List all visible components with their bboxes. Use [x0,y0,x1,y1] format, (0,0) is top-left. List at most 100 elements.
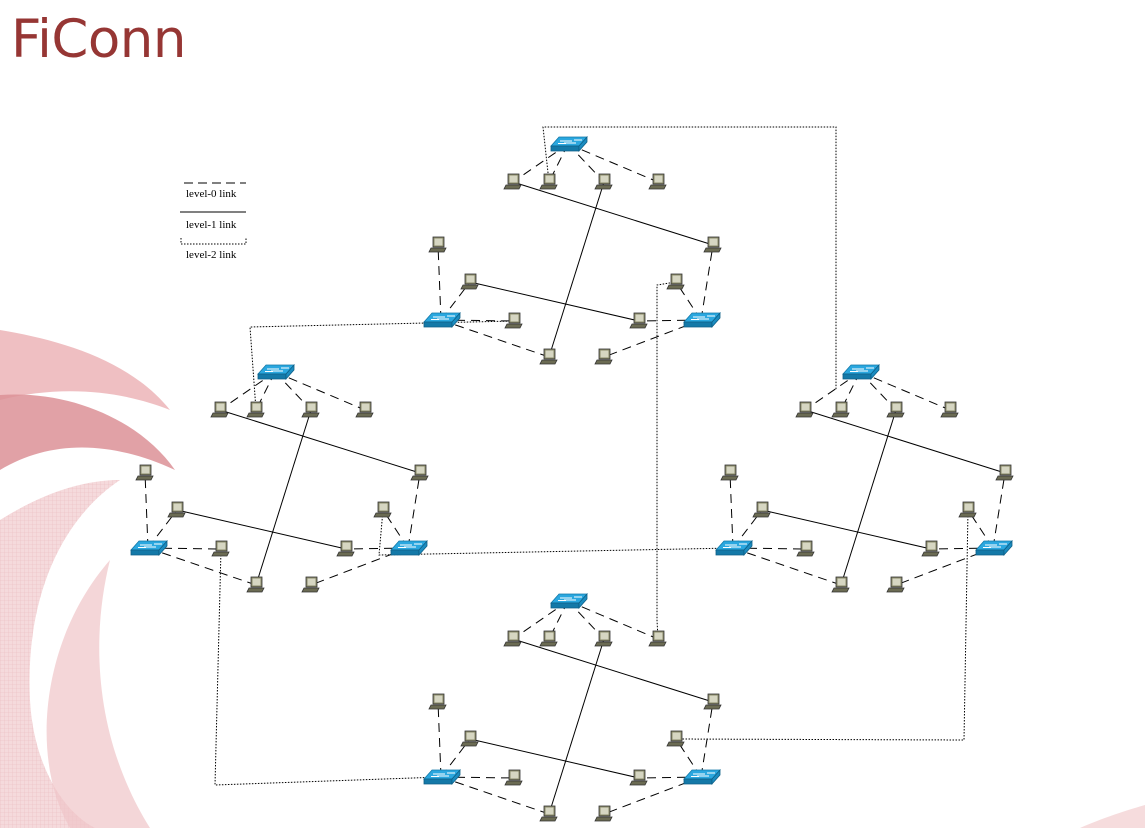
bottom-level0-link [440,776,515,779]
left-server-icon: computer-icon [167,501,186,518]
bottom-server-icon: computer-icon [629,769,648,786]
top-level0-link [700,244,714,321]
bottom-level0-link [567,600,659,640]
bottom-server-icon: computer-icon [428,693,447,710]
right-server-icon: computer-icon [795,401,814,418]
level2-link-left-right [378,509,734,556]
bottom-level0-link [437,701,442,778]
bottom-switch-icon: network-switch-icon [550,592,588,610]
right-server-icon: computer-icon [752,501,771,518]
bottom-server-icon: computer-icon [648,630,667,647]
left-level0-link [345,547,409,550]
right-server-icon: computer-icon [831,576,850,593]
left-level0-link [219,371,276,411]
right-server-icon: computer-icon [720,464,739,481]
left-server-icon: computer-icon [301,576,320,593]
bottom-server-icon: computer-icon [594,805,613,822]
left-level0-link [407,472,421,549]
bottom-level0-link [440,776,550,815]
legend: level-0 link level-1 link level-2 link [180,182,247,261]
right-server-icon: computer-icon [886,401,905,418]
top-level0-link [440,319,550,358]
left-server-icon: computer-icon [336,540,355,557]
left-server-icon: computer-icon [211,540,230,557]
top-server-icon: computer-icon [594,173,613,190]
top-server-icon: computer-icon [460,273,479,290]
right-level0-link [729,472,734,549]
left-server-icon: computer-icon [246,576,265,593]
right-server-icon: computer-icon [796,540,815,557]
top-level1-link [512,181,714,246]
bottom-server-icon: computer-icon [594,630,613,647]
top-server-icon: computer-icon [428,236,447,253]
bottom-server-icon: computer-icon [504,769,523,786]
level2-link-left-bottom [214,548,442,786]
left-level0-link [147,547,257,586]
top-server-icon: computer-icon [504,312,523,329]
right-level0-link [732,547,807,550]
right-server-icon: computer-icon [831,401,850,418]
bottom-server-icon: computer-icon [503,630,522,647]
top-level1-link [548,181,605,358]
top-level1-link [469,281,640,322]
bottom-level0-link [638,776,702,779]
left-server-icon: computer-icon [373,501,392,518]
nodes-layer: network-switch-icon network-switch-icon ne… [130,135,1014,822]
top-server-icon: computer-icon [539,348,558,365]
right-switch-icon: network-switch-icon [975,539,1013,557]
right-server-icon: computer-icon [995,464,1014,481]
bottom-server-icon: computer-icon [460,730,479,747]
top-server-icon: computer-icon [703,236,722,253]
left-server-icon: computer-icon [355,401,374,418]
legend-level2-label: level-2 link [186,249,237,261]
bottom-level1-link [548,638,605,815]
top-server-icon: computer-icon [629,312,648,329]
right-switch-icon: network-switch-icon [715,539,753,557]
left-server-icon: computer-icon [301,401,320,418]
left-server-icon: computer-icon [210,401,229,418]
bottom-server-icon: computer-icon [703,693,722,710]
left-level1-link [255,409,312,586]
right-level0-link [930,547,994,550]
right-level0-link [859,371,951,411]
top-server-icon: computer-icon [539,173,558,190]
right-server-icon: computer-icon [940,401,959,418]
legend-level0-label: level-0 link [186,188,237,200]
left-level1-link [176,509,347,550]
bottom-server-icon: computer-icon [539,805,558,822]
top-level0-link [512,143,569,183]
right-level1-link [804,409,1006,474]
right-level0-link [732,547,842,586]
left-switch-icon: network-switch-icon [257,363,295,381]
top-switch-icon: network-switch-icon [423,311,461,329]
slide-title: FiConn [11,9,186,70]
right-switch-icon: network-switch-icon [842,363,880,381]
right-server-icon: computer-icon [886,576,905,593]
bottom-switch-icon: network-switch-icon [423,768,461,786]
right-server-icon: computer-icon [921,540,940,557]
left-server-icon: computer-icon [410,464,429,481]
top-level0-link [638,319,702,322]
top-server-icon: computer-icon [648,173,667,190]
right-level1-link [840,409,897,586]
level2-link-top-right [542,126,837,390]
right-level0-link [992,472,1006,549]
legend-level1-label: level-1 link [186,219,237,231]
left-level0-link [274,371,366,411]
top-level0-link [437,244,442,321]
right-level0-link [804,371,861,411]
left-switch-icon: network-switch-icon [130,539,168,557]
bottom-level0-link [512,600,569,640]
right-server-icon: computer-icon [958,501,977,518]
links-layer [144,126,1006,815]
top-level0-link [567,143,659,183]
top-level0-link [440,319,515,322]
legend-level2-sample [180,238,247,245]
bottom-server-icon: computer-icon [666,730,685,747]
level2-link-top-bottom [656,281,677,640]
bottom-level1-link [469,738,640,779]
left-level0-link [144,472,149,549]
left-server-icon: computer-icon [246,401,265,418]
